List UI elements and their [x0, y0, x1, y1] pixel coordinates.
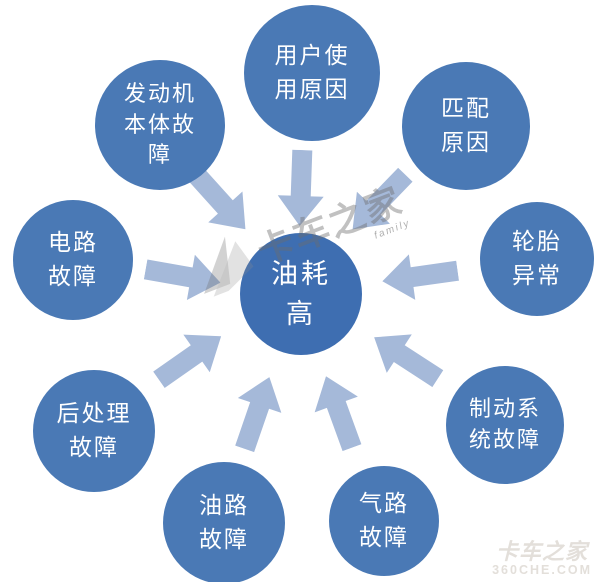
arrow-from-user-usage: [277, 149, 326, 227]
node-label-line: 气路: [359, 490, 409, 516]
cause-node-user-usage: 用户使 用原因: [244, 5, 380, 141]
center-label-line: 油耗: [271, 258, 331, 289]
arrow-from-tire-abnormal: [379, 248, 461, 304]
node-label-line: 制动系: [468, 396, 541, 422]
node-label-line: 后处理: [56, 400, 132, 426]
arrow-from-air-line-fault: [304, 368, 373, 455]
cause-node-air-line-fault: 气路 故障: [329, 466, 439, 576]
cause-node-engine-body-fault: 发动机 本体故 障: [95, 60, 225, 190]
arrow-from-matching: [336, 159, 422, 246]
node-label-line: 本体故: [123, 111, 196, 137]
node-label-line: 发动机: [123, 80, 196, 106]
truckhome-center-watermark: 卡车之家 family: [187, 175, 412, 306]
corner-watermark-url: 360CHE.COM: [492, 563, 592, 577]
node-label-line: 障: [147, 142, 172, 168]
node-label-line: 电路: [48, 229, 98, 255]
cause-node-aftertreatment-fault: 后处理 故障: [33, 370, 155, 492]
node-label-line: 轮胎: [512, 228, 562, 254]
node-label-line: 用原因: [274, 77, 350, 102]
node-label-line: 原因: [441, 130, 491, 155]
cause-node-tire-abnormal: 轮胎 异常: [480, 202, 594, 316]
cause-node-matching: 匹配 原因: [402, 62, 530, 190]
node-label-line: 故障: [48, 264, 98, 289]
node-label-line: 异常: [512, 263, 562, 288]
truckhome-corner-watermark: 卡车之家 360CHE.COM: [492, 540, 592, 577]
truckhome-logo-watermark-icon: [187, 230, 262, 306]
arrow-from-engine-body-fault: [177, 157, 262, 244]
node-label-line: 统故障: [468, 427, 541, 452]
node-label-line: 用户使: [274, 42, 350, 68]
arrow-from-brake-system-fault: [362, 318, 451, 398]
node-label-line: 油路: [199, 492, 249, 518]
arrow-from-oil-line-fault: [223, 370, 291, 457]
node-label-line: 故障: [69, 435, 119, 460]
node-label-line: 匹配: [441, 95, 491, 121]
cause-node-oil-line-fault: 油路 故障: [163, 462, 285, 582]
cause-node-brake-system-fault: 制动系 统故障: [446, 366, 564, 484]
center-label-line: 高: [286, 299, 316, 329]
center-node-high-fuel-consumption: 油耗 高: [240, 233, 362, 355]
node-label-line: 故障: [199, 527, 249, 552]
arrow-from-circuit-fault: [142, 247, 225, 305]
arrow-from-aftertreatment-fault: [146, 317, 235, 398]
cause-node-circuit-fault: 电路 故障: [13, 200, 133, 320]
node-label-line: 故障: [359, 525, 409, 550]
corner-watermark-brand: 卡车之家: [496, 538, 589, 564]
